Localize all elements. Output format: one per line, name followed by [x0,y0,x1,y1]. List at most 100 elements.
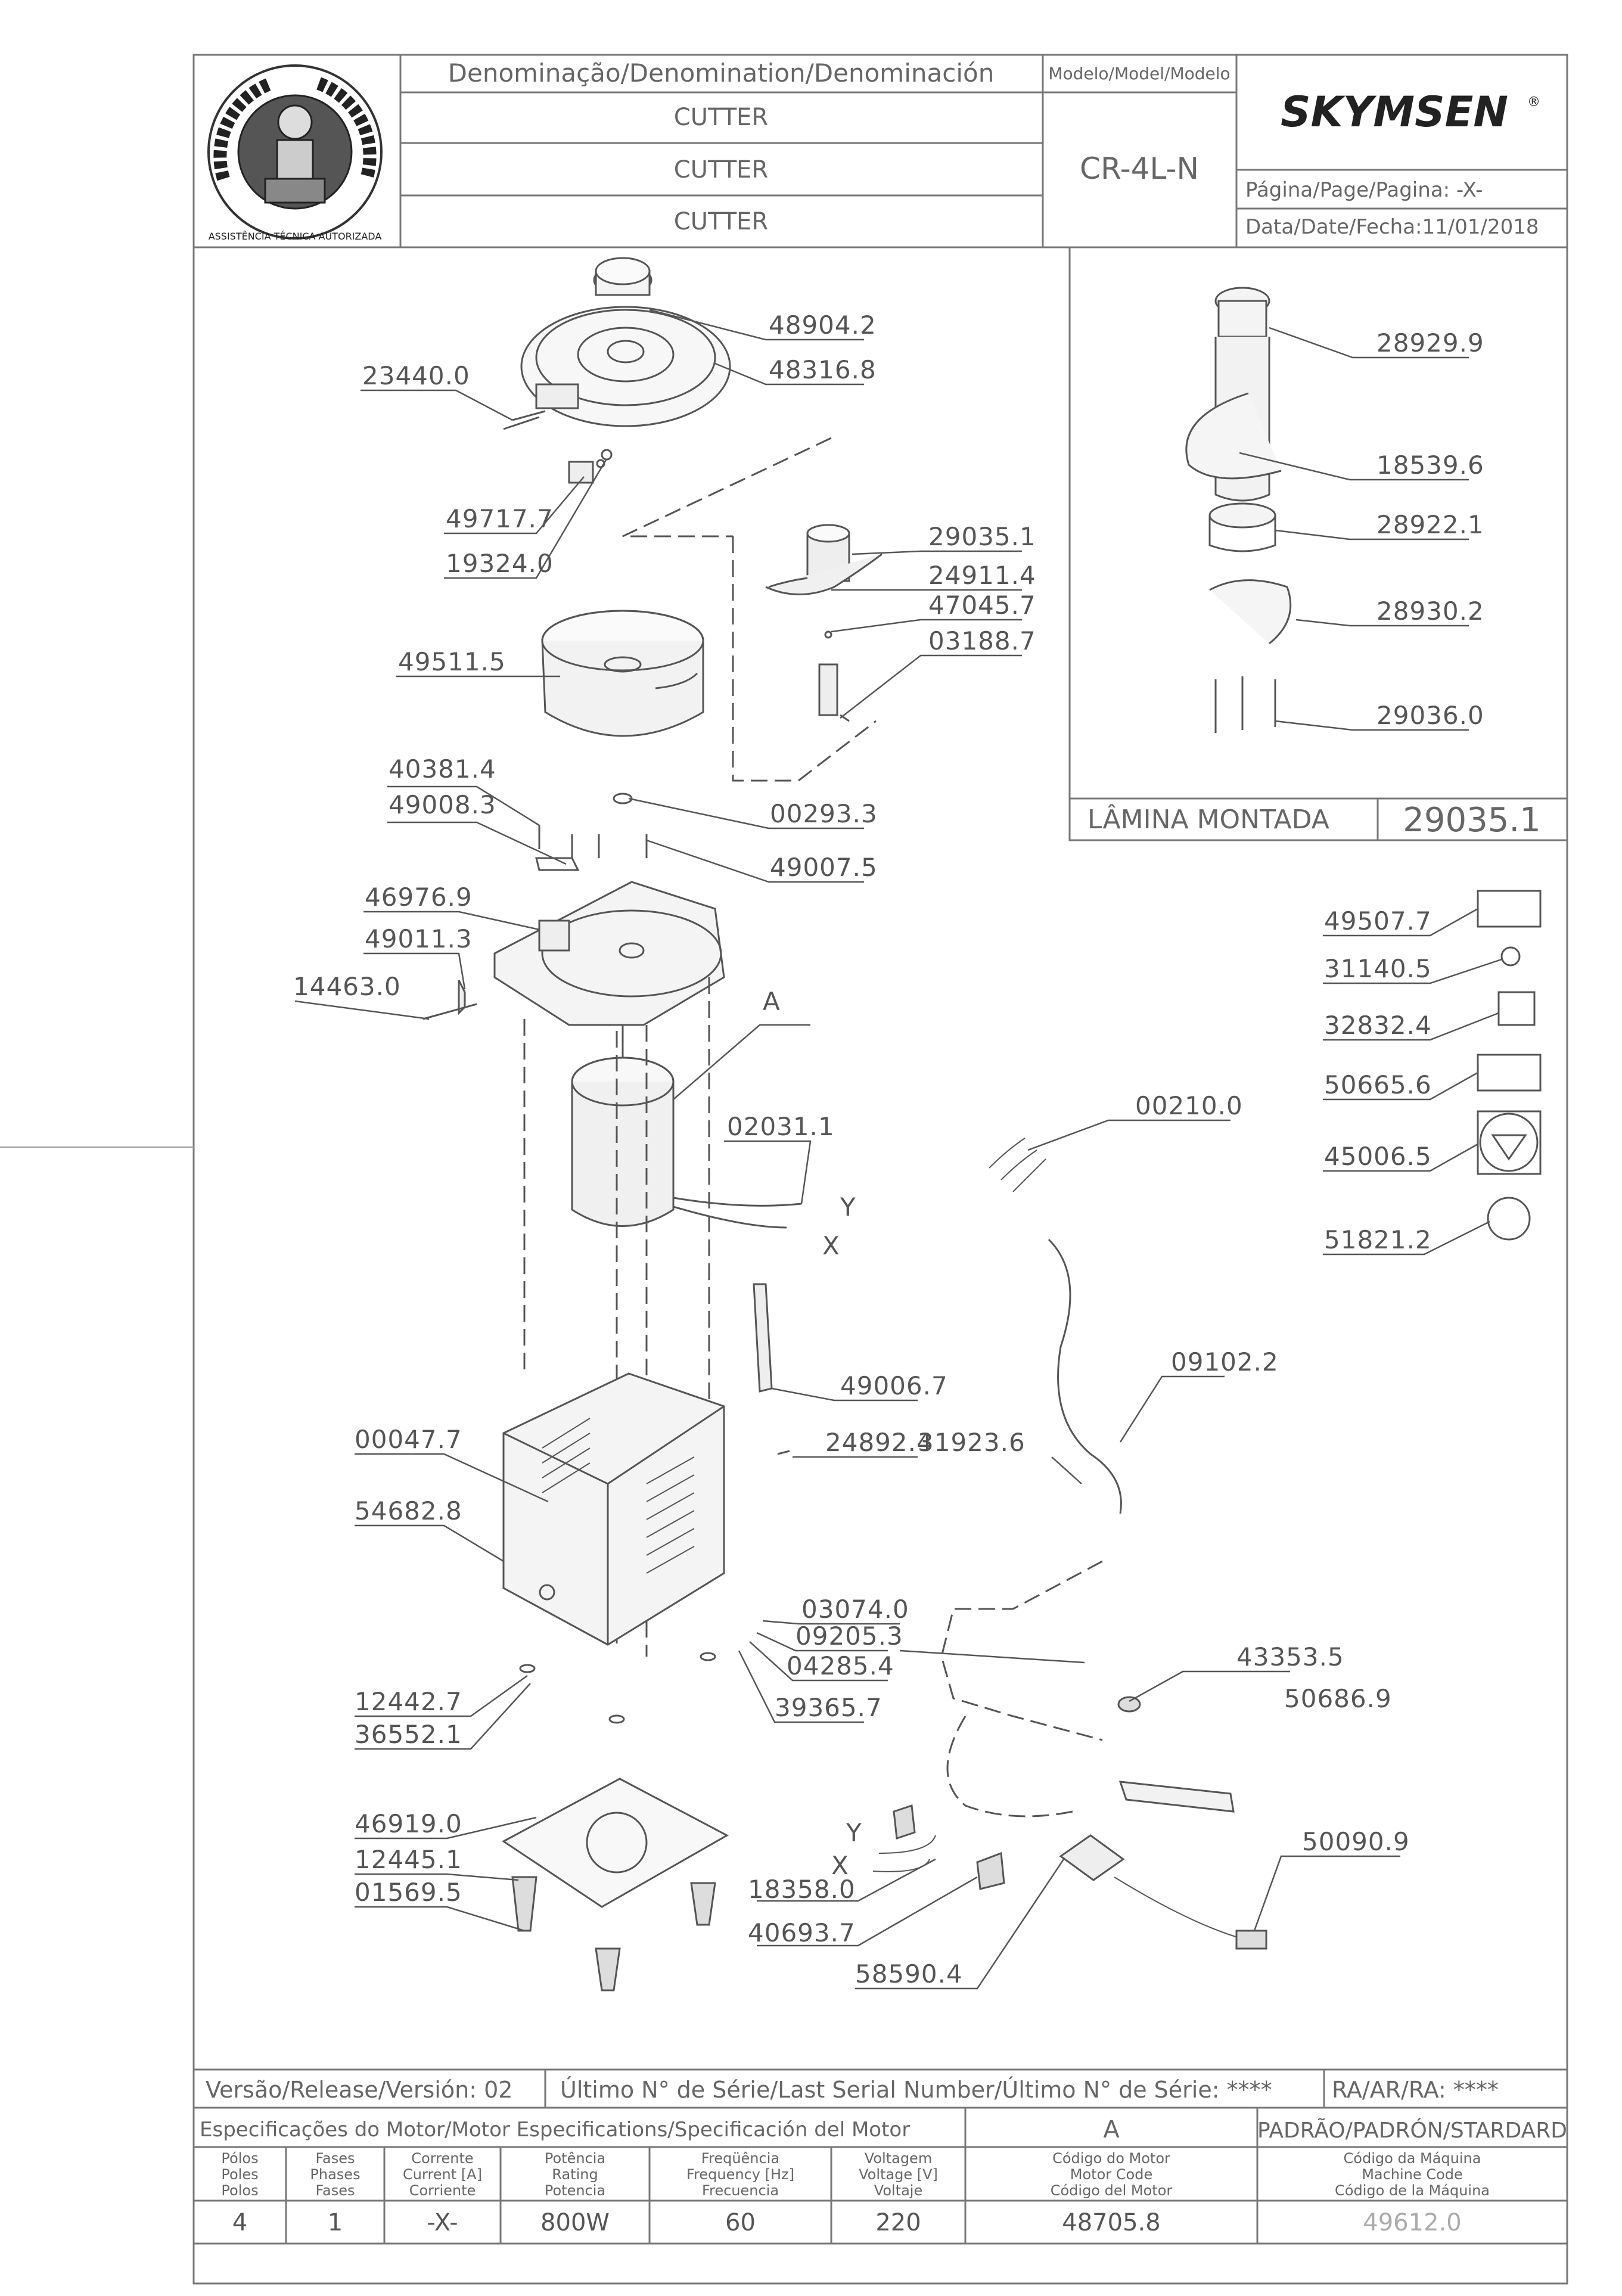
spec-column-header: Corriente [409,2182,476,2199]
part-number-label: 14463.0 [293,972,401,1001]
part-number-label: 09205.3 [796,1621,903,1651]
part-number-label: Y [840,1192,856,1222]
part-number-label: 18539.6 [1376,450,1484,480]
spec-column-header: Phases [310,2166,360,2183]
header-text: Denominação/Denomination/Denominación CU… [448,58,1539,239]
part-number-label: 32832.4 [1324,1011,1432,1040]
leader-lines [294,309,1502,1990]
spec-column-header: Fases [315,2150,355,2167]
part-number-label: 40381.4 [389,754,496,784]
spec-value: 800W [540,2209,610,2236]
part-number-label: 24911.4 [928,561,1036,590]
spec-column-header: Corrente [411,2150,473,2167]
denomination-row: CUTTER [674,104,768,131]
part-number-label: 49507.7 [1324,906,1432,936]
part-number-label: 12442.7 [355,1687,462,1716]
part-labels: 48904.2 48316.8 23440.0 49717.7 19324.0 29035… [293,310,1484,1989]
part-number-label: 03188.7 [928,626,1036,655]
part-number-label: 28930.2 [1376,596,1484,626]
motor-spec-title: Especificações do Motor/Motor Especifica… [200,2118,910,2142]
authorized-service-seal: ASSISTÊNCIA TÉCNICA AUTORIZADA [207,64,383,242]
serial-label: Último N° de Série/Last Serial Number/Úl… [560,2077,1272,2103]
spec-column-header: Código do Motor [1052,2150,1170,2167]
part-number-label: Y [846,1818,862,1847]
spec-column-header: Polos [221,2182,258,2199]
motor-spec-table: PólosPolesPolos4FasesPhasesFases1Corrent… [221,2150,1490,2236]
spec-column-header: Pólos [221,2150,258,2167]
part-number-label: 39365.7 [775,1693,883,1722]
part-number-label: 54682.8 [355,1496,462,1526]
spec-column-header: Motor Code [1070,2166,1152,2183]
spec-column-header: Código da Máquina [1344,2150,1481,2167]
part-number-label: 43353.5 [1236,1642,1344,1671]
part-number-label: 24892.4 [825,1428,933,1457]
spec-value: -X- [427,2209,458,2236]
part-number-label: 48904.2 [769,310,877,340]
part-number-label: 29035.1 [928,522,1036,551]
model-title: Modelo/Model/Modelo [1048,64,1230,83]
standard-label: PADRÃO/PADRÓN/STARDARD [1257,2118,1567,2143]
motor-variant: A [1103,2116,1120,2143]
part-number-label: 47045.7 [928,591,1036,620]
exploded-view-drawing [422,257,1542,1991]
spec-column-header: Voltaje [874,2182,922,2199]
part-number-label: X [831,1851,849,1880]
spec-value: 4 [232,2209,247,2236]
seal-text: ASSISTÊNCIA TÉCNICA AUTORIZADA [209,231,382,242]
inset-text: LÂMINA MONTADA 29035.1 [1087,801,1541,840]
part-number-label: 49008.3 [389,790,496,819]
part-number-label: 02031.1 [727,1112,835,1141]
brand-logo: SKYMSEN ® [1281,88,1540,136]
denomination-row: CUTTER [674,156,768,184]
page-label: Página/Page/Pagina: -X- [1245,178,1483,202]
spec-column-header: Current [A] [403,2166,482,2183]
part-number-label: 00210.0 [1135,1091,1243,1120]
part-number-label: 03074.0 [801,1595,909,1624]
part-number-label: 50686.9 [1284,1684,1392,1713]
part-number-label: 23440.0 [362,361,470,390]
spec-value: 1 [328,2209,343,2236]
part-number-label: 49006.7 [840,1371,948,1400]
footer-text: Versão/Release/Versión: 02 Último N° de … [200,2077,1567,2143]
part-number-label: 01569.5 [355,1878,462,1907]
spec-column-header: Frequency [Hz] [686,2166,794,2183]
part-number-label: 18358.0 [748,1875,856,1904]
spec-value: 60 [725,2209,756,2236]
part-number-label: 29036.0 [1376,701,1484,730]
part-number-label: 31923.6 [918,1428,1026,1457]
part-number-label: 40693.7 [748,1918,856,1947]
footer-grid [194,2068,1567,2245]
version-label: Versão/Release/Versión: 02 [206,2077,512,2103]
part-number-label: X [822,1231,840,1260]
spec-value: 220 [875,2209,921,2236]
part-number-label: 50090.9 [1302,1827,1410,1856]
svg-text:®: ® [1527,95,1540,110]
part-number-label: 58590.4 [855,1959,963,1989]
denomination-title: Denominação/Denomination/Denominación [448,58,995,88]
spec-column-header: Código de la Máquina [1335,2182,1490,2199]
part-number-label: 00047.7 [355,1425,462,1454]
part-number-label: 31140.5 [1324,954,1432,983]
part-number-label: 49717.7 [446,504,554,533]
part-number-label: 48316.8 [769,355,877,384]
model-value: CR-4L-N [1080,151,1199,186]
part-number-label: 49007.5 [770,853,878,882]
part-number-label: 46919.0 [355,1809,462,1838]
part-number-label: 46976.9 [365,883,473,912]
inset-title: LÂMINA MONTADA [1087,803,1329,835]
spec-value: 48705.8 [1062,2209,1160,2236]
spec-column-header: Voltagem [865,2150,932,2167]
part-number-label: 12445.1 [355,1845,462,1874]
inset-code: 29035.1 [1403,801,1541,840]
spec-value: 49612.0 [1363,2209,1461,2236]
part-number-label: 28922.1 [1376,510,1484,539]
part-number-label: 28929.9 [1376,328,1484,358]
part-number-label: 51821.2 [1324,1225,1432,1254]
spec-column-header: Código del Motor [1051,2182,1173,2199]
part-number-label: 09102.2 [1171,1347,1279,1377]
spec-column-header: Potência [545,2150,605,2167]
part-number-label: 00293.3 [770,799,878,828]
part-number-label: 04285.4 [787,1651,894,1680]
part-number-label: 19324.0 [446,549,554,578]
